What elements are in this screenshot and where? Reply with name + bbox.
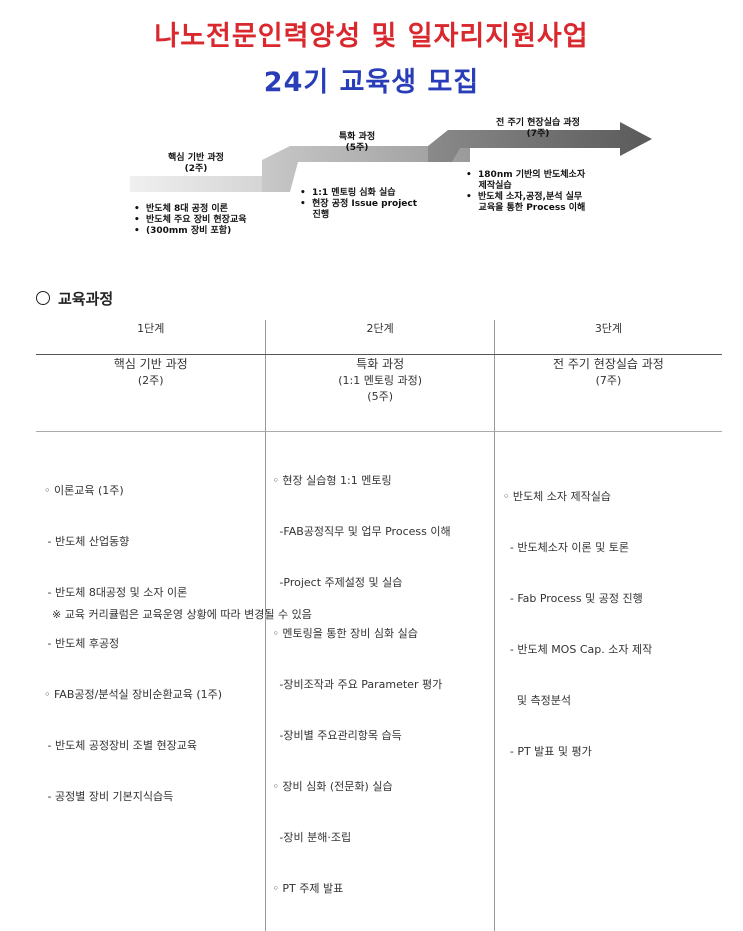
section-heading: 교육과정: [36, 288, 113, 309]
course-name-1: 핵심 기반 과정 (2주): [36, 355, 266, 432]
course-name-2: 특화 과정 (1:1 멘토링 과정) (5주): [266, 355, 494, 432]
page-title: 나노전문인력양성 및 일자리지원사업: [0, 14, 743, 53]
roadmap-stage1-label: 핵심 기반 과정(2주): [146, 153, 246, 175]
course-detail-1: ◦ 이론교육 (1주) - 반도체 산업동향 - 반도체 8대공정 및 소자 이…: [36, 432, 266, 931]
roadmap-stage3-bullets: • 180nm 기반의 반도체소자 제작실습 • 반도체 소자,공정,분석 실무…: [466, 170, 585, 214]
footnote: ※ 교육 커리큘럼은 교육운영 상황에 따라 변경될 수 있음: [52, 606, 312, 622]
circle-bullet-icon: [36, 291, 50, 305]
roadmap-stage3-label: 전 주기 현장실습 과정(7주): [468, 118, 608, 140]
roadmap-stage2-label: 특화 과정(5주): [312, 132, 402, 154]
roadmap-diagram: 핵심 기반 과정(2주) 특화 과정(5주) 전 주기 현장실습 과정(7주) …: [0, 110, 743, 260]
roadmap-stage2-bullets: • 1:1 멘토링 심화 실습 • 현장 공정 Issue project 진행: [300, 188, 417, 221]
table-row-details: ◦ 이론교육 (1주) - 반도체 산업동향 - 반도체 8대공정 및 소자 이…: [36, 432, 722, 931]
page-subtitle: 24기 교육생 모집: [0, 60, 743, 99]
stage-header-2: 2단계: [266, 320, 494, 355]
table-row-stages: 1단계 2단계 3단계: [36, 320, 722, 355]
stage-header-1: 1단계: [36, 320, 266, 355]
table-row-names: 핵심 기반 과정 (2주) 특화 과정 (1:1 멘토링 과정) (5주) 전 …: [36, 355, 722, 432]
stage-header-3: 3단계: [494, 320, 722, 355]
curriculum-table: 1단계 2단계 3단계 핵심 기반 과정 (2주) 특화 과정 (1:1 멘토링…: [36, 320, 722, 931]
course-detail-3: ◦ 반도체 소자 제작실습 - 반도체소자 이론 및 토론 - Fab Proc…: [494, 432, 722, 931]
course-detail-2: ◦ 현장 실습형 1:1 멘토링 -FAB공정직무 및 업무 Process 이…: [266, 432, 494, 931]
course-name-3: 전 주기 현장실습 과정 (7주): [494, 355, 722, 432]
roadmap-stage1-bullets: • 반도체 8대 공정 이론 • 반도체 주요 장비 현장교육 • (300mm…: [134, 204, 247, 237]
